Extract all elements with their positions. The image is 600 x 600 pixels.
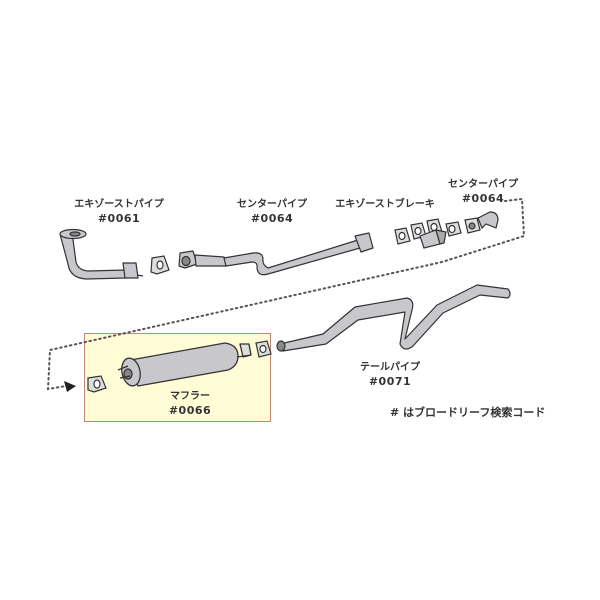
- gasket-1: [150, 255, 170, 275]
- dotted-connector: [46, 197, 526, 391]
- part-code: #0066: [168, 404, 212, 417]
- exhaust-brake-parts: [394, 211, 499, 249]
- part-label-exhaust-brake: エキゾーストブレーキ: [335, 198, 435, 212]
- part-label-muffler: マフラー #0066: [160, 390, 220, 418]
- part-label-tail-pipe: テールパイプ #0071: [355, 361, 425, 389]
- muffler-0066: [117, 342, 252, 387]
- part-name: センターパイプ: [448, 179, 518, 190]
- tail-pipe-0071: [276, 284, 511, 352]
- part-name: エキゾーストパイプ: [74, 199, 164, 210]
- arrow-head-icon: [64, 381, 76, 392]
- part-label-center-pipe-2: センターパイプ #0064: [443, 178, 523, 206]
- exhaust-pipe-0061: [59, 228, 144, 280]
- part-name: センターパイプ: [237, 199, 307, 210]
- center-pipe-0064: [178, 232, 374, 276]
- gasket-muffler-rear: [255, 340, 272, 358]
- part-name: テールパイプ: [360, 362, 420, 373]
- part-code: #0064: [250, 212, 294, 225]
- part-name: エキゾーストブレーキ: [335, 199, 435, 210]
- part-code: #0071: [368, 375, 412, 388]
- search-code-note: # はブロードリーフ検索コード: [390, 406, 546, 419]
- part-label-exhaust-pipe: エキゾーストパイプ #0061: [74, 198, 164, 226]
- part-label-center-pipe-1: センターパイプ #0064: [232, 198, 312, 226]
- gasket-muffler-front: [87, 375, 107, 393]
- part-code: #0064: [461, 192, 505, 205]
- part-name: マフラー: [170, 391, 210, 402]
- part-code: #0061: [97, 212, 141, 225]
